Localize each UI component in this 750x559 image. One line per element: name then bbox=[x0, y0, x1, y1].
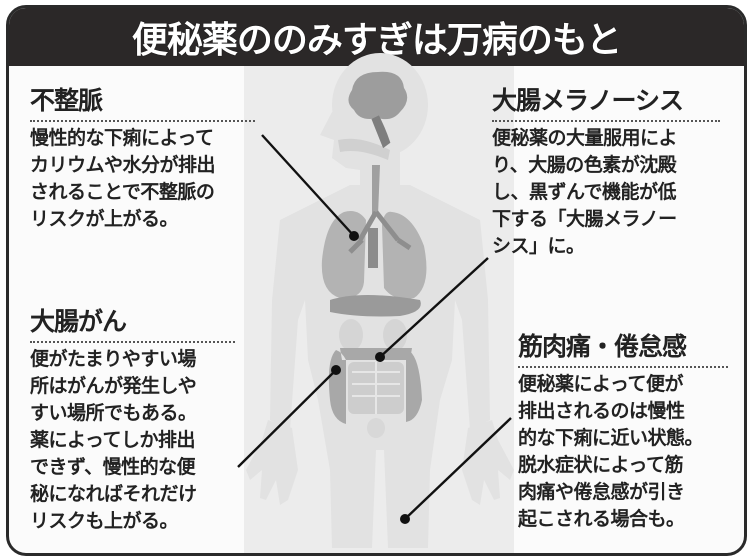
callout-melanosis-coli: 大腸メラノーシス 便秘薬の大量服用によ り、大腸の色素が沈殿 し、黒ずんで機能が… bbox=[492, 84, 720, 260]
pointer-dot-icon bbox=[400, 514, 410, 524]
heart-icon bbox=[368, 228, 378, 268]
callout-arrhythmia: 不整脈 慢性的な下痢によって カリウムや水分が排出 されることで不整脈の リスク… bbox=[30, 84, 255, 233]
brain-icon bbox=[348, 71, 408, 120]
kidney-icon bbox=[339, 319, 363, 351]
callout-heading: 不整脈 bbox=[30, 86, 103, 115]
dotted-divider bbox=[492, 120, 720, 122]
dotted-divider bbox=[30, 120, 255, 122]
callout-colon-cancer: 大腸がん 便がたまりやすい場 所はがんが発生しや すい場所でもある。 薬によって… bbox=[30, 305, 235, 535]
dotted-divider bbox=[518, 366, 728, 368]
spinal-cord-icon bbox=[371, 115, 391, 149]
leader-lines bbox=[237, 134, 512, 520]
pointer-dot-icon bbox=[349, 231, 359, 241]
liver-icon bbox=[330, 295, 421, 317]
callout-heading: 筋肉痛・倦怠感 bbox=[518, 332, 687, 361]
leader-dots bbox=[331, 231, 410, 524]
bronchi-icon bbox=[348, 210, 412, 254]
callout-body: 便がたまりやすい場 所はがんが発生しや すい場所でもある。 薬によってしか排出 … bbox=[30, 348, 197, 532]
callout-body: 便秘薬の大量服用によ り、大腸の色素が沈殿 し、黒ずんで機能が低 下する「大腸メ… bbox=[492, 127, 678, 257]
large-intestine-icon bbox=[328, 348, 422, 424]
callout-body: 便秘薬によって便が 排出されるのは慢性 的な下痢に近い状態。 脱水症状によって筋… bbox=[518, 373, 704, 530]
pointer-dot-icon bbox=[375, 352, 385, 362]
callout-body: 慢性的な下痢によって カリウムや水分が排出 されることで不整脈の リスクが上がる… bbox=[30, 127, 216, 230]
kidney-icon bbox=[383, 319, 407, 351]
airway-icon bbox=[338, 138, 390, 160]
callout-heading: 大腸がん bbox=[30, 307, 127, 336]
trachea-icon bbox=[372, 165, 380, 215]
callout-muscle-pain-fatigue: 筋肉痛・倦怠感 便秘薬によって便が 排出されるのは慢性 的な下痢に近い状態。 脱… bbox=[518, 330, 728, 533]
bladder-icon bbox=[367, 418, 385, 438]
pointer-dot-icon bbox=[331, 365, 341, 375]
dotted-divider bbox=[30, 341, 235, 343]
callout-heading: 大腸メラノーシス bbox=[492, 86, 684, 115]
